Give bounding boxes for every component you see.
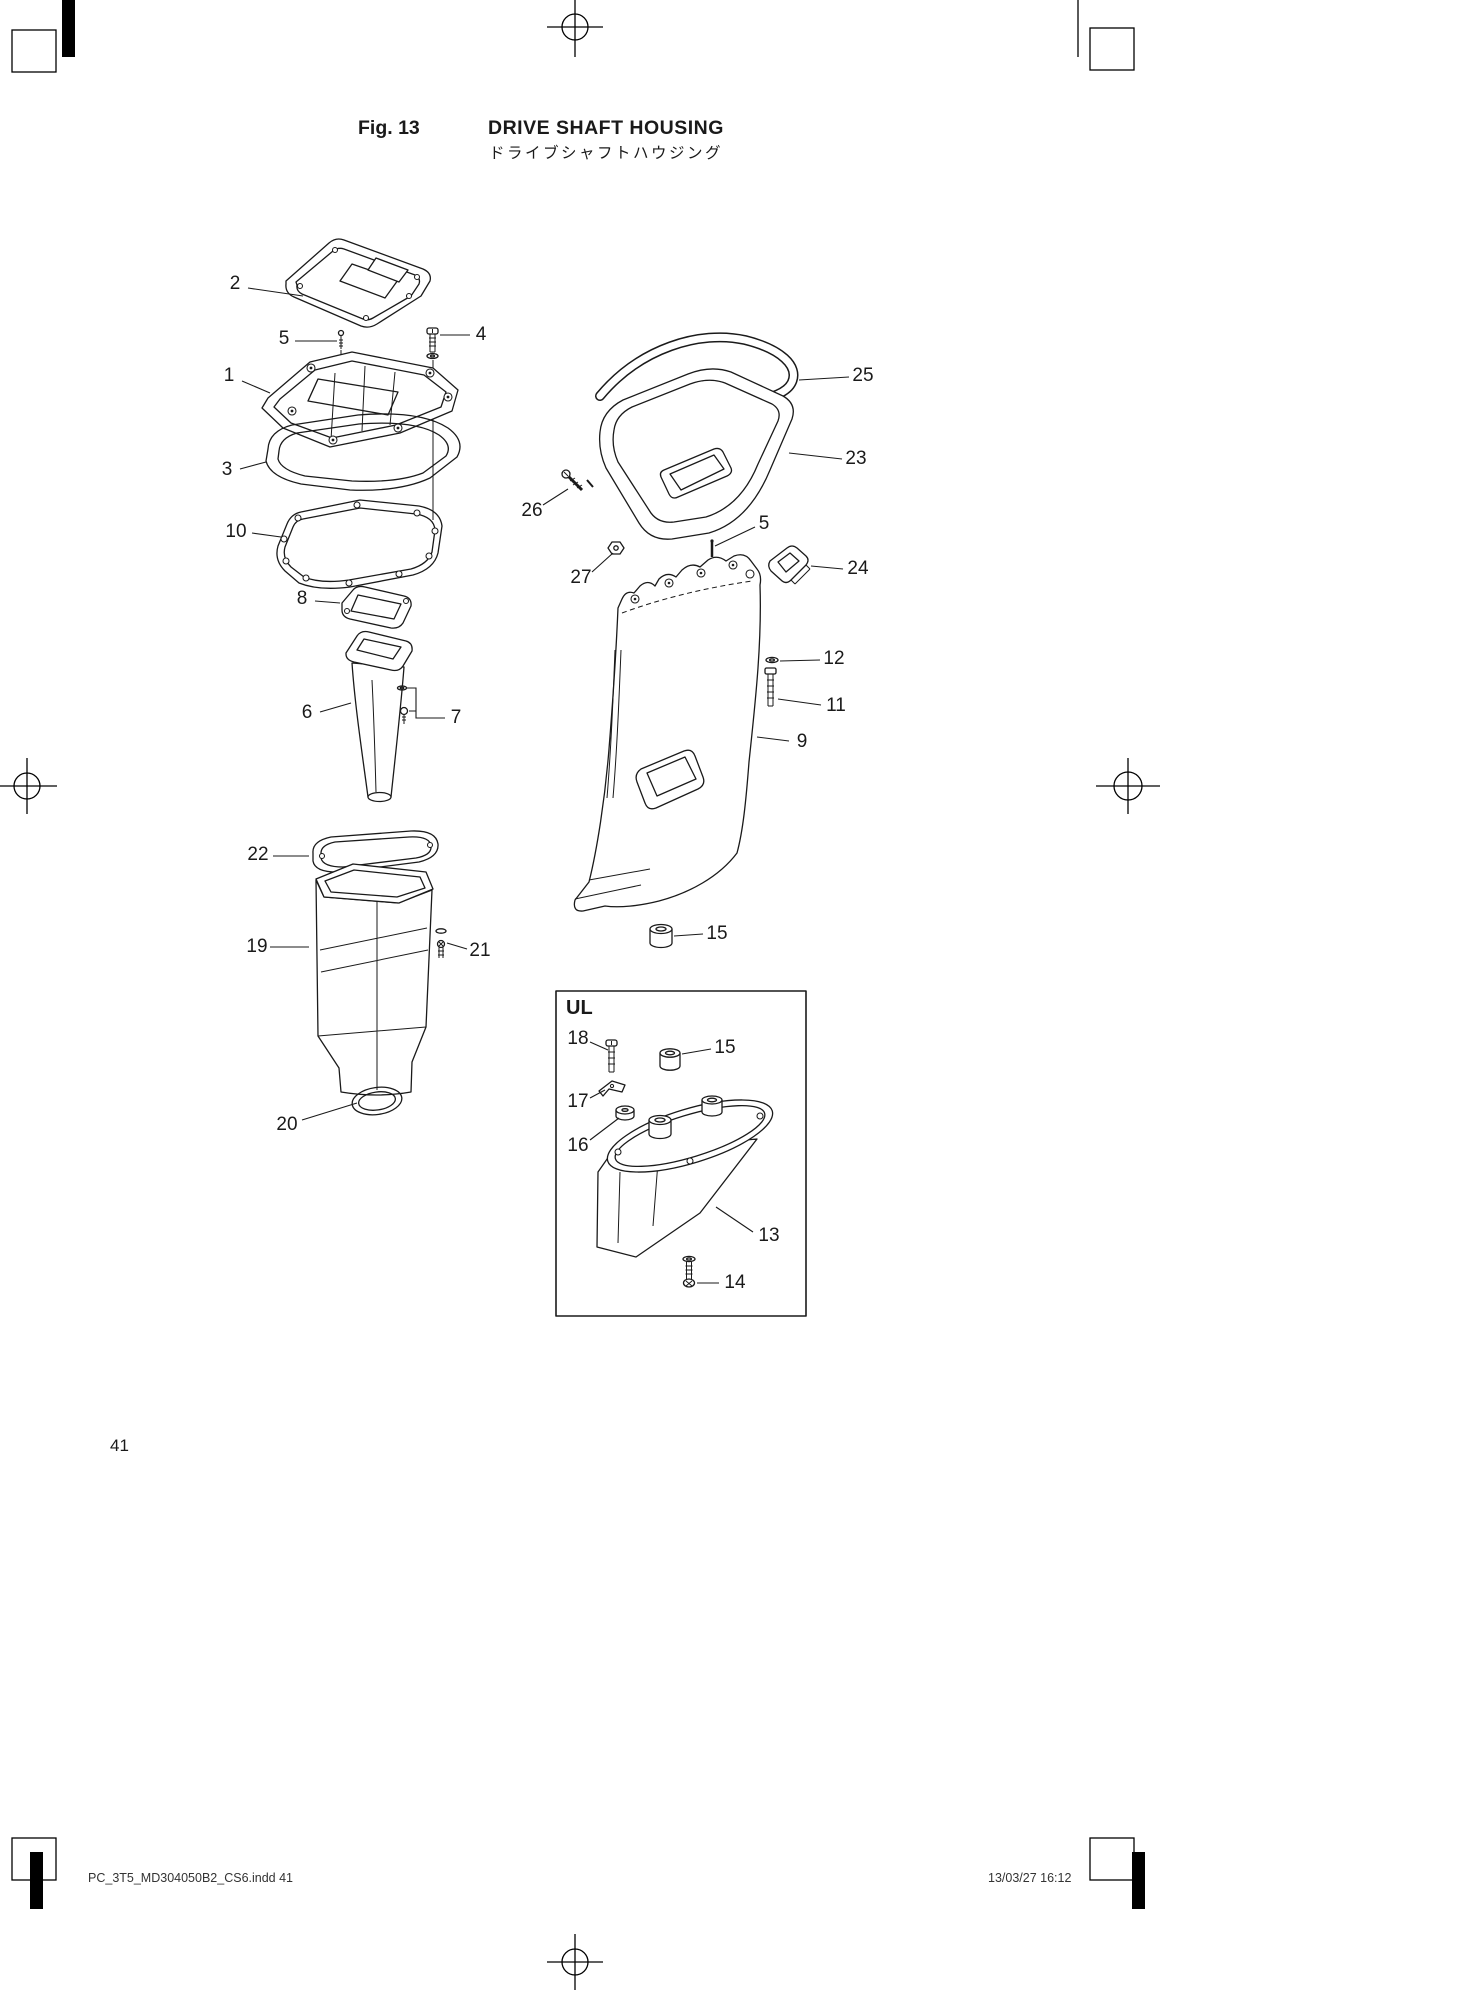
figure-title-english: DRIVE SHAFT HOUSING (488, 117, 724, 139)
footer-timestamp: 13/03/27 16:12 (988, 1871, 1072, 1885)
callout-12: 12 (823, 648, 845, 669)
callout-leader-lines (239, 287, 850, 1284)
part-5-pin-right (710, 539, 714, 557)
part-11-bolt (764, 667, 777, 707)
part-27-nut (607, 541, 625, 555)
callout-4: 4 (475, 324, 487, 345)
callout-16: 16 (567, 1135, 589, 1156)
callout-1: 1 (223, 365, 235, 386)
callout-6: 6 (301, 702, 313, 723)
callout-27: 27 (570, 567, 592, 588)
callout-22: 22 (247, 844, 269, 865)
callout-25: 25 (852, 365, 874, 386)
callout-9: 9 (796, 731, 808, 752)
part-22-gasket (312, 830, 439, 873)
callout-24: 24 (847, 558, 869, 579)
part-15-grommet (649, 923, 673, 949)
part-13-extension-housing (596, 1095, 774, 1258)
callout-2: 2 (229, 273, 241, 294)
callout-13: 13 (758, 1225, 780, 1246)
part-10-gasket (276, 499, 443, 589)
part-14-bolt (682, 1255, 696, 1288)
callout-8: 8 (296, 588, 308, 609)
part-6-housing-tube (345, 630, 413, 803)
part-4-bolt (426, 327, 439, 520)
part-2-gasket (285, 238, 431, 328)
part-23-tray (598, 368, 794, 540)
part-7-fasteners (396, 685, 409, 724)
callout-26: 26 (521, 500, 543, 521)
part-26-screw (561, 469, 594, 492)
part-19-lower-casing (315, 863, 434, 1096)
figure-number: Fig. 13 (358, 117, 420, 139)
ul-inset-box (555, 990, 807, 1317)
ul-box-label: UL (566, 997, 593, 1019)
page-number: 41 (110, 1436, 129, 1455)
callout-15-ul: 15 (714, 1037, 736, 1058)
callout-5-left: 5 (278, 328, 290, 349)
part-8-gasket (341, 585, 412, 629)
callout-3: 3 (221, 459, 233, 480)
callout-21: 21 (469, 940, 491, 961)
callout-11: 11 (826, 695, 846, 716)
part-1-upper-casing (261, 351, 459, 448)
callout-7: 7 (450, 707, 462, 728)
part-24-bracket (768, 545, 811, 585)
callout-17: 17 (567, 1091, 589, 1112)
callout-14: 14 (724, 1272, 746, 1293)
part-12-washer (765, 656, 779, 664)
callout-15: 15 (706, 923, 728, 944)
callout-23: 23 (845, 448, 867, 469)
callout-20: 20 (276, 1114, 298, 1135)
part-16-grommet (615, 1105, 635, 1121)
part-9-drive-shaft-housing (573, 554, 762, 912)
registration-marks (0, 0, 1160, 1990)
callout-5-right: 5 (758, 513, 770, 534)
part-3-seal-ring (265, 413, 461, 491)
part-15-grommet-ul (659, 1048, 681, 1071)
callout-18: 18 (567, 1028, 589, 1049)
footer-file-name: PC_3T5_MD304050B2_CS6.indd 41 (88, 1871, 293, 1885)
part-17-clip (598, 1080, 626, 1097)
part-21-bolt (435, 928, 447, 958)
callout-10: 10 (225, 521, 247, 542)
part-18-bolt (605, 1039, 618, 1073)
callout-19: 19 (246, 936, 268, 957)
figure-title-japanese: ドライブシャフトハウジング (489, 145, 724, 162)
